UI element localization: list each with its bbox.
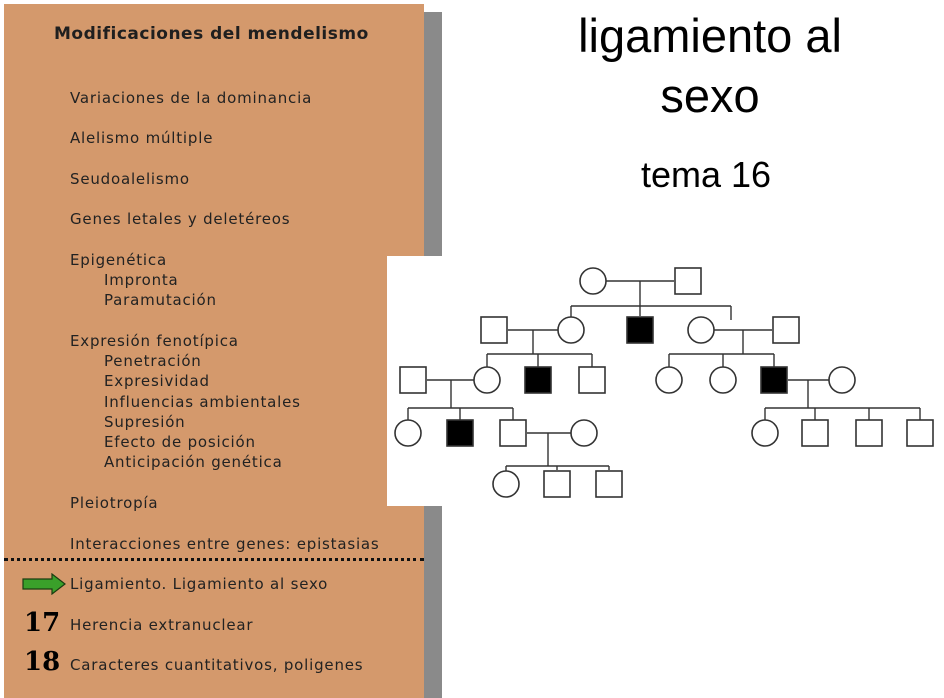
topic-pleiotropia: Pleiotropía [70, 494, 159, 512]
topic-expresion-fenotipica: Expresión fenotípica [70, 332, 239, 350]
male-21 [855, 419, 883, 447]
male-7 [399, 366, 427, 394]
female-18 [570, 419, 598, 447]
topic-caracteres-cuantitativos: Caracteres cuantitativos, poligenes [70, 656, 364, 674]
slide-title: ligamiento al sexo [520, 6, 900, 126]
affected-male-9 [524, 366, 552, 394]
male-17 [499, 419, 527, 447]
topic-genes-letales: Genes letales y deletéreos [70, 210, 291, 228]
affected-male-13 [760, 366, 788, 394]
section-divider [4, 558, 424, 561]
topic-epigenetica: Epigenética [70, 251, 167, 269]
female-3 [557, 316, 585, 344]
slide-subtitle: tema 16 [640, 154, 772, 195]
female-8 [473, 366, 501, 394]
topic-number-18: 18 [24, 647, 61, 677]
topic-seudoalelismo: Seudoalelismo [70, 170, 190, 188]
male-1 [674, 267, 702, 295]
female-14 [828, 366, 856, 394]
male-22 [906, 419, 934, 447]
subtopic-paramutacion: Paramutación [104, 291, 217, 309]
male-25 [595, 470, 623, 498]
female-5 [687, 316, 715, 344]
affected-male-16 [446, 419, 474, 447]
current-topic-arrow-icon [22, 573, 66, 595]
subtopic-supresion: Supresión [104, 413, 186, 431]
topic-herencia-extranuclear: Herencia extranuclear [70, 616, 254, 634]
panel-title: Modificaciones del mendelismo [54, 24, 369, 44]
male-24 [543, 470, 571, 498]
female-0 [579, 267, 607, 295]
female-23 [492, 470, 520, 498]
female-11 [655, 366, 683, 394]
pedigree-lines [407, 280, 921, 471]
male-2 [480, 316, 508, 344]
topic-number-17: 17 [24, 608, 61, 638]
topic-interacciones: Interacciones entre genes: epistasias [70, 535, 380, 553]
subtopic-penetracion: Penetración [104, 352, 202, 370]
subtopic-expresividad: Expresividad [104, 372, 210, 390]
male-20 [801, 419, 829, 447]
male-6 [772, 316, 800, 344]
female-12 [709, 366, 737, 394]
male-10 [578, 366, 606, 394]
topics-panel [4, 4, 424, 698]
female-19 [751, 419, 779, 447]
affected-male-4 [626, 316, 654, 344]
subtopic-impronta: Impronta [104, 271, 179, 289]
female-15 [394, 419, 422, 447]
topic-variaciones: Variaciones de la dominancia [70, 89, 313, 107]
subtopic-efecto-posicion: Efecto de posición [104, 433, 256, 451]
subtopic-influencias: Influencias ambientales [104, 393, 301, 411]
slide-title-line1: ligamiento al [578, 9, 842, 62]
slide-title-line2: sexo [660, 69, 760, 122]
topic-ligamiento: Ligamiento. Ligamiento al sexo [70, 575, 329, 593]
topic-alelismo: Alelismo múltiple [70, 129, 214, 147]
pedigree-chart [387, 256, 944, 506]
subtopic-anticipacion: Anticipación genética [104, 453, 283, 471]
